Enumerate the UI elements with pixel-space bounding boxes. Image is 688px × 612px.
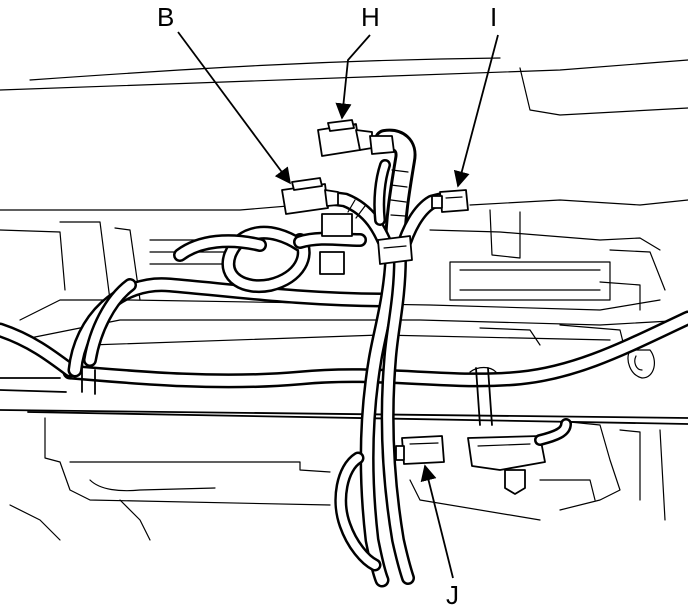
callout-i: I xyxy=(490,2,497,32)
loop-harness xyxy=(173,225,367,294)
leader-j xyxy=(420,464,454,579)
leader-h xyxy=(335,34,371,120)
mating-connector xyxy=(467,418,572,495)
main-horizontal-harness xyxy=(0,277,688,426)
connector-h xyxy=(317,119,395,157)
connector-b xyxy=(281,177,353,275)
callout-b: B xyxy=(157,2,174,32)
leader-i xyxy=(453,34,499,188)
leader-arrows xyxy=(177,31,499,579)
callout-h: H xyxy=(361,2,380,32)
callout-j: J xyxy=(446,580,459,610)
leader-b xyxy=(177,31,291,185)
connector-j xyxy=(395,435,445,465)
connector-i xyxy=(431,189,469,213)
vertical-harness xyxy=(334,247,415,588)
